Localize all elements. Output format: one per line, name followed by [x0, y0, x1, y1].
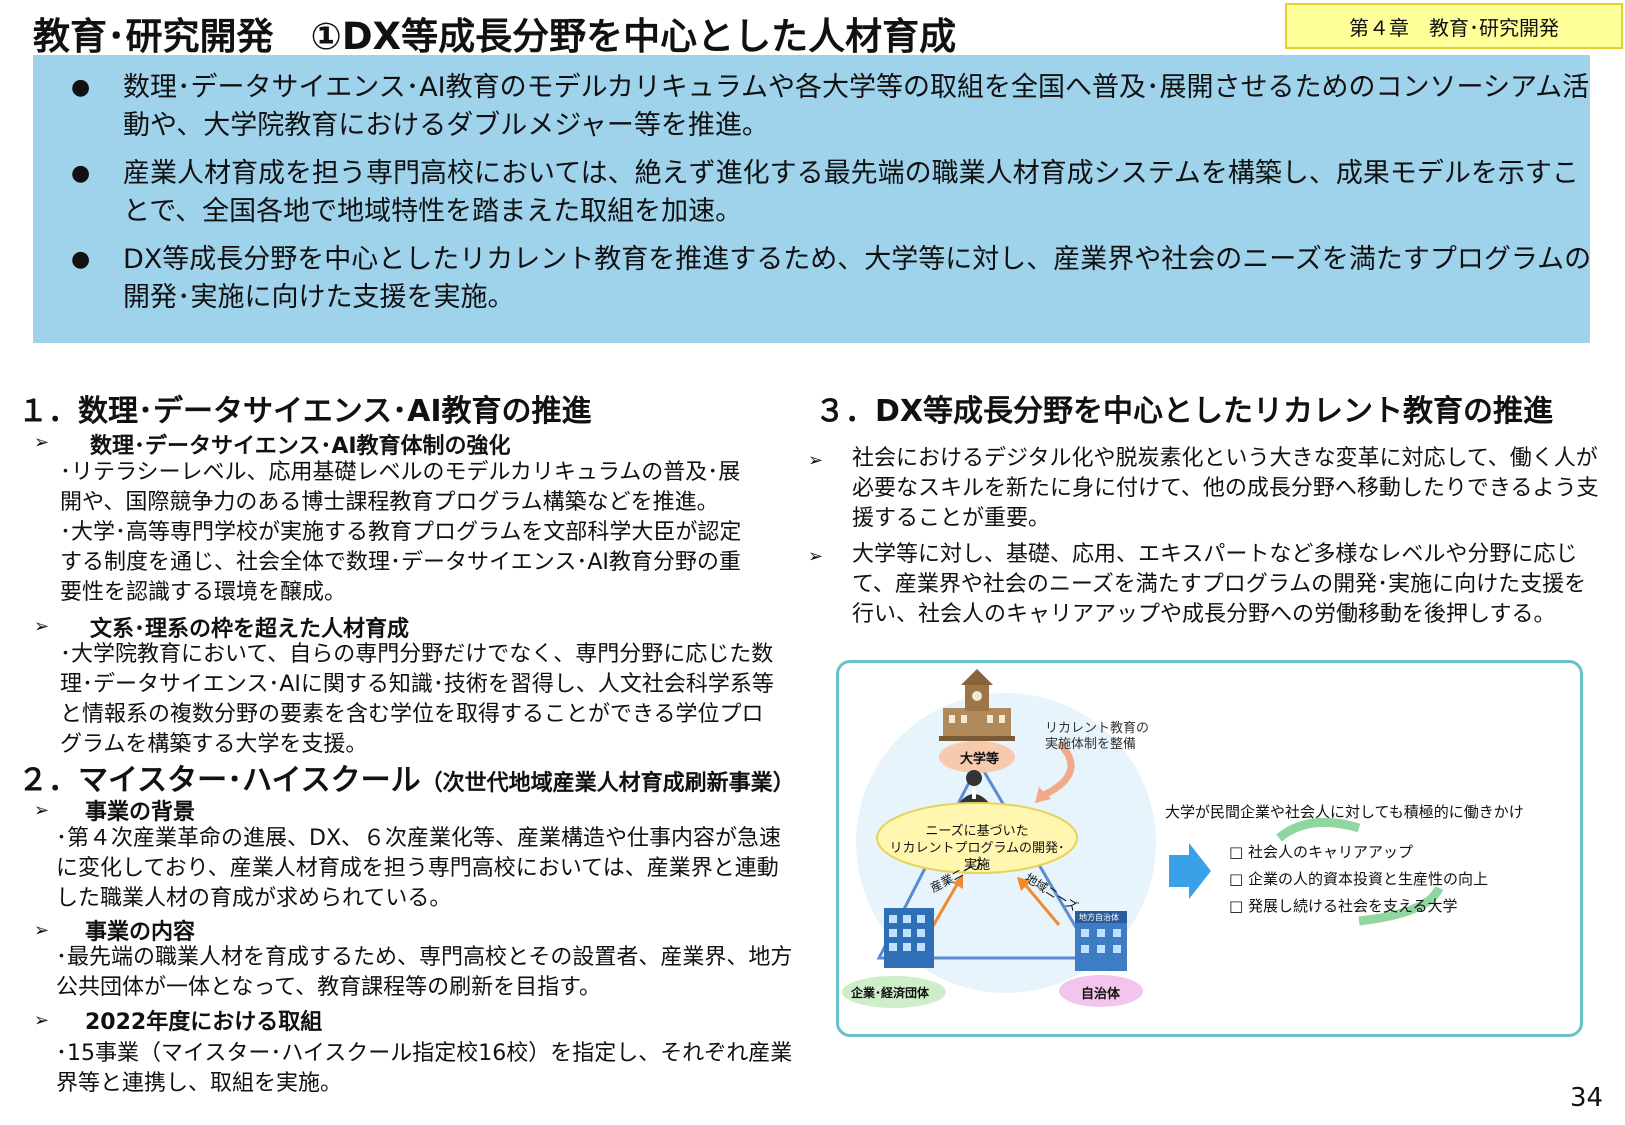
arrow-bullet-icon: ➢: [34, 800, 50, 821]
section1-sub2-title: 文系･理系の枠を超えた人材育成: [90, 617, 410, 642]
summary-item-1: 数理･データサイエンス･AI教育のモデルカリキュラムや各大学等の取組を全国へ普及…: [123, 72, 1590, 141]
outcome-list: □ 社会人のキャリアアップ □ 企業の人的資本投資と生産性の向上 □ 発展し続け…: [1229, 839, 1488, 920]
page-number: 34: [1570, 1083, 1604, 1113]
section3-title: ３．DX等成長分野を中心としたリカレント教育の推進: [815, 394, 1554, 429]
cycle-arrow-bottom-icon: [1358, 885, 1444, 926]
chapter-badge: 第４章 教育･研究開発: [1285, 3, 1623, 49]
university-building-icon: [939, 669, 1015, 741]
arrow-bullet-icon: ➢: [808, 546, 824, 567]
municipality-label: 自治体: [1081, 987, 1121, 1002]
feedback-arrow-icon: [1042, 740, 1075, 799]
section1-sub2-item-1: ･大学院教育において、自らの専門分野だけでなく、専門分野に応じた数理･データサイ…: [60, 642, 774, 757]
arrow-bullet-icon: ➢: [808, 450, 824, 471]
summary-item-2: 産業人材育成を担う専門高校においては、絶えず進化する最先端の職業人材育成システム…: [123, 158, 1579, 227]
diagram-svg: [842, 669, 1444, 1008]
outreach-title: 大学が民間企業や社会人に対しても積極的に働きかけ: [1165, 803, 1524, 821]
big-arrow-icon: [1169, 843, 1211, 899]
arrow-bullet-icon: ➢: [34, 432, 50, 453]
bullet-dot: ●: [71, 161, 91, 186]
section3-item-2: 大学等に対し、基礎、応用、エキスパートなど多様なレベルや分野に応じて、産業界や社…: [852, 542, 1587, 627]
section2-sub3-text: ･15事業（マイスター･ハイスクール指定校16校）を指定し、それぞれ産業界等と連…: [56, 1041, 793, 1096]
summary-box: ● 数理･データサイエンス･AI教育のモデルカリキュラムや各大学等の取組を全国へ…: [33, 55, 1592, 343]
outcome-item-1: □ 社会人のキャリアアップ: [1229, 843, 1413, 861]
arrow-bullet-icon: ➢: [34, 1010, 50, 1031]
center-line1: ニーズに基づいた: [925, 824, 1029, 839]
feedback-arrowhead-icon: [1035, 787, 1051, 803]
outcome-item-2: □ 企業の人的資本投資と生産性の向上: [1229, 870, 1488, 888]
section2-sub2-text: ･最先端の職業人材を育成するため、専門高校とその設置者、産業界、地方公共団体が一…: [56, 945, 793, 1000]
recurrent-note: リカレント教育の 実施体制を整備: [1045, 721, 1149, 753]
recurrent-note-line1: リカレント教育の: [1045, 721, 1150, 736]
regional-needs-arrow-icon: [1020, 880, 1061, 926]
arrow-bullet-icon: ➢: [34, 920, 50, 941]
university-pill: [939, 741, 1015, 773]
section2-title-suffix: （次世代地域産業人材育成刷新事業）: [420, 771, 795, 796]
company-building-icon: [884, 908, 934, 968]
bullet-dot: ●: [71, 75, 91, 100]
municipality-pill: [1059, 975, 1143, 1007]
section2-title: ２．マイスター･ハイスクール: [18, 763, 421, 798]
municipality-building-icon: [1075, 911, 1127, 971]
bullet-dot: ●: [71, 247, 91, 272]
section2-sub1-title: 事業の背景: [85, 800, 196, 825]
section2-sub3-title: 2022年度における取組: [85, 1010, 323, 1035]
section2-heading: ２．マイスター･ハイスクール（次世代地域産業人材育成刷新事業）: [18, 755, 795, 799]
section2-sub2-title: 事業の内容: [85, 920, 196, 945]
arrow-bullet-icon: ➢: [34, 616, 50, 637]
industry-needs-arrowhead-icon: [953, 875, 963, 889]
page-title: 教育･研究開発 ①DX等成長分野を中心とした人材育成: [33, 15, 957, 58]
cycle-arrow-top-icon: [1276, 817, 1361, 842]
company-label: 企業･経済団体: [851, 986, 930, 1000]
recurrent-note-line2: 実施体制を整備: [1045, 737, 1137, 752]
regional-needs-arrowhead-icon: [1017, 877, 1031, 891]
university-label: 大学等: [960, 752, 1000, 767]
section3-item-1: 社会におけるデジタル化や脱炭素化という大きな変革に対応して、働く人が必要なスキル…: [852, 446, 1599, 531]
center-line2: リカレントプログラムの開発･実施: [889, 841, 1065, 873]
section1-title: １．数理･データサイエンス･AI教育の推進: [18, 394, 592, 429]
center-ellipse: [876, 802, 1078, 874]
section1-sub1-title: 数理･データサイエンス･AI教育体制の強化: [90, 434, 511, 459]
center-text: ニーズに基づいた リカレントプログラムの開発･実施: [887, 823, 1067, 874]
company-pill: [842, 976, 946, 1008]
summary-item-3: DX等成長分野を中心としたリカレント教育を推進するため、大学等に対し、産業界や社…: [123, 244, 1592, 313]
outcome-item-3: □ 発展し続ける社会を支える大学: [1229, 897, 1458, 915]
person-icon: [959, 770, 989, 803]
building-sign: 地方自治体: [1079, 913, 1119, 922]
section2-sub1-text: ･第４次産業革命の進展、DX、６次産業化等、産業構造や仕事内容が急速に変化してお…: [56, 826, 782, 911]
section1-sub1-item-1: ･リテラシーレベル、応用基礎レベルのモデルカリキュラムの普及･展開や、国際競争力…: [60, 460, 741, 515]
section1-sub1-item-2: ･大学･高等専門学校が実施する教育プログラムを文部科学大臣が認定する制度を通じ、…: [60, 520, 742, 605]
recurrent-education-diagram: 大学等 リカレント教育の 実施体制を整備 ニーズに基づいた リカレントプログラム…: [836, 660, 1583, 1037]
